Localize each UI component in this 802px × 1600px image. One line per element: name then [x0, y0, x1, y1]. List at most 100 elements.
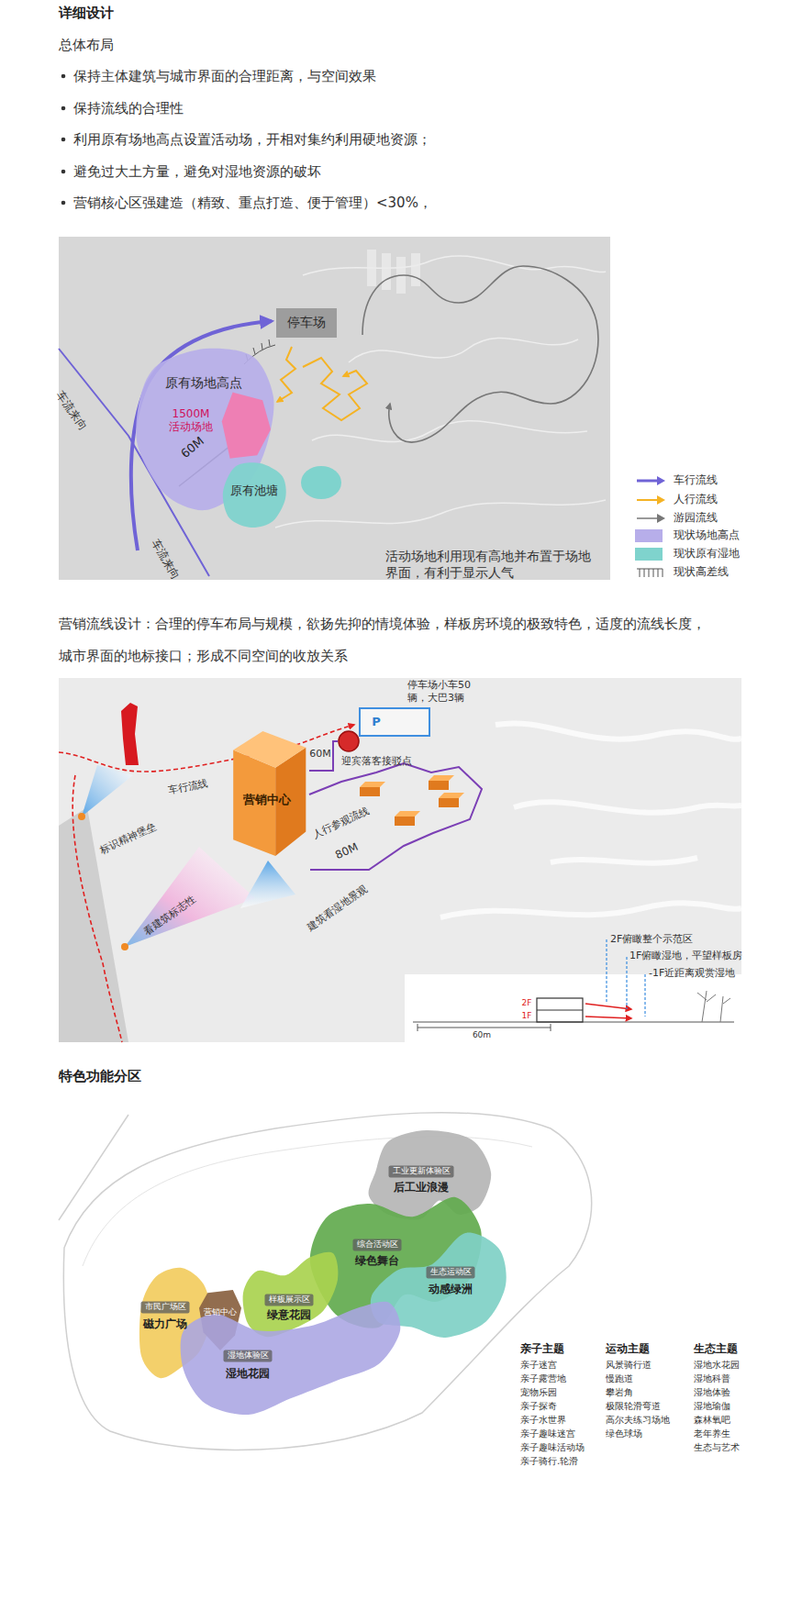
list-item: 高尔夫练习场地 [605, 1414, 670, 1427]
list-item: 亲子趣味活动场 [520, 1442, 585, 1455]
paragraph-text: 营销流线设计：合理的停车布局与规模，欲扬先抑的情境体验，样板房环境的极致特色，适… [58, 608, 713, 673]
sales-center: 营销中心 [224, 723, 310, 859]
marketing-route-plan-part [309, 763, 482, 870]
list-item: 湿地瑜伽 [693, 1401, 731, 1414]
marketing-route-plan-part [697, 991, 731, 1023]
marketing-route-plan-part-part [550, 857, 698, 864]
list-item: 风景骑行道 [605, 1359, 652, 1372]
list-item: 亲子迷宫 [520, 1359, 557, 1372]
marketing-route-plan-part [536, 998, 583, 1023]
parking-lot-outline [359, 708, 430, 736]
zone-tag: 生态运动区 [426, 1266, 476, 1279]
dropoff-point: 迎宾落客接驳点 [337, 730, 360, 753]
list-item: 攀岩角 [605, 1387, 634, 1400]
legend-row: 现状高差线 [634, 564, 782, 581]
list-item: 老年养生 [693, 1428, 731, 1441]
legend-arrowhead [657, 495, 666, 505]
marketing-route-plan-part [72, 775, 123, 1043]
zone-tag: 综合活动区 [353, 1238, 402, 1251]
site-plan-overview-part-part [302, 256, 606, 276]
marketing-route-plan-part [81, 765, 134, 817]
site-plan-overview-part [300, 466, 342, 500]
page-title: 详细设计 [58, 4, 114, 23]
list-item: 森林氧吧 [693, 1414, 731, 1427]
legend-box [634, 529, 663, 543]
bullet-dots-part [61, 106, 67, 112]
legend-text: 车行流线 [673, 473, 718, 488]
annotation-text: 2F俯瞰整个示范区 [610, 933, 693, 947]
marketing-route-plan-part [58, 678, 742, 1043]
legend-hatch [636, 568, 663, 578]
node-text: 迎宾落客接驳点 [341, 755, 413, 769]
parking-note: 停车场小车50辆，大巴3辆 [407, 679, 476, 705]
site-plan-overview-part [277, 346, 296, 402]
zoning-plan-part [63, 1113, 591, 1451]
legend-text: 现状原有湿地 [673, 546, 740, 561]
site-plan-overview-part-part [381, 253, 391, 290]
marketing-route-plan-part [240, 860, 296, 909]
bullet-dots-part [61, 74, 67, 79]
list-item: 湿地科普 [693, 1373, 731, 1386]
zone-blob-outline [180, 1302, 401, 1415]
zone-name: 后工业浪漫 [393, 1180, 449, 1195]
legend-arrowhead [657, 513, 666, 524]
site-plan-overview-part [302, 357, 368, 421]
marketing-route-plan-part-part [438, 792, 465, 799]
annotation-text: 总体布局 [58, 36, 114, 55]
legend-text: 现状高差线 [673, 565, 729, 580]
marketing-route-plan-part-part [359, 787, 380, 797]
zone-name: 湿地花园 [225, 1367, 270, 1382]
legend-line [636, 517, 659, 520]
zoning-plan-part [58, 1114, 129, 1221]
zone-tag: 湿地体验区 [223, 1349, 273, 1362]
list-item: 极限轮滑弯道 [605, 1401, 661, 1414]
zone-name: 动感绿洲 [428, 1282, 473, 1297]
legend-text: 游园流线 [673, 511, 718, 525]
legend-row: 现状原有湿地 [634, 545, 782, 563]
legend-box [634, 547, 663, 561]
dropoff-point-outline [338, 731, 359, 752]
node-text: 1500M 活动场地 [167, 407, 215, 434]
list-item: 湿地水花园 [693, 1359, 740, 1372]
node-text: 原有场地高点 [165, 375, 243, 392]
annotation-text: 1F俯瞰湿地，平望样板房 [629, 949, 743, 963]
zone-name: 磁力广场 [143, 1317, 188, 1332]
pond-area: 原有池塘 [222, 463, 286, 528]
dimension-text: 60m [472, 1030, 491, 1041]
marketing-route-plan-part [585, 1016, 632, 1019]
marketing-route-plan-part [359, 775, 465, 826]
zone-name: 绿意花园 [267, 1308, 312, 1323]
marketing-route-plan-part-part [359, 781, 386, 788]
marketing-route-plan-part-part [428, 780, 449, 791]
list-heading: 生态主题 [693, 1342, 738, 1357]
highpoint-area-outline [222, 392, 271, 459]
parking-lot: 停车场小车50辆，大巴3辆P [359, 708, 430, 736]
list-heading: 运动主题 [605, 1342, 650, 1357]
marketing-route-plan-part [58, 724, 355, 772]
section-heading: 特色功能分区 [58, 1068, 142, 1086]
list-heading: 亲子主题 [520, 1342, 565, 1357]
legend-row: 车行流线 [634, 472, 782, 490]
site-plan-overview-part-part [275, 500, 606, 528]
annotation-text: 2F [522, 998, 533, 1009]
legend-line [636, 479, 659, 483]
legend-swatch [634, 474, 667, 488]
legend-swatch [634, 529, 667, 543]
flow-connector [309, 741, 338, 771]
node-text: 停车场 [287, 314, 326, 332]
list-item: 亲子趣味迷宫 [520, 1428, 576, 1441]
node-text: 原有池塘 [230, 483, 279, 499]
marketing-route-plan-part [121, 943, 129, 951]
dropoff-point-shape [337, 730, 360, 753]
zoning-plan [58, 1113, 592, 1451]
legend-swatch [634, 566, 667, 580]
legend-line [636, 499, 659, 502]
annotation-text: -1F近距离观赏湿地 [648, 967, 736, 981]
marketing-route-plan-part [417, 1024, 551, 1032]
list-item: 湿地体验 [693, 1387, 731, 1400]
sales-center-outline [233, 731, 306, 769]
parking-box: 停车场 [276, 308, 337, 338]
